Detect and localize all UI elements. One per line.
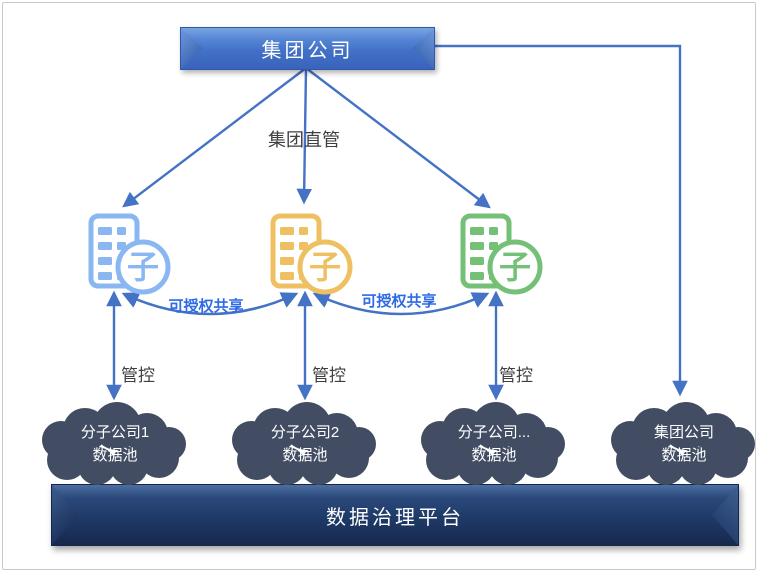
arrow-group-to-sub1 — [122, 67, 307, 208]
cloud-caption-line1: 集团公司 — [653, 424, 715, 441]
share-arrow-2-3 — [312, 292, 490, 316]
share-label-2: 可授权共享 — [361, 293, 437, 310]
group-company-box: 集团公司 — [180, 27, 435, 70]
data-governance-platform-bar: 数据治理平台 — [51, 484, 739, 546]
cloud-caption-2: 分子公司2 数据池 — [271, 421, 339, 467]
sub-badge-text: 子 — [309, 249, 341, 285]
control-label-2: 管控 — [312, 366, 346, 385]
sub-badge-text: 子 — [499, 249, 531, 285]
subsidiary-icon-2: 子 — [270, 213, 353, 295]
arrow-group-to-group-pool — [433, 44, 688, 397]
sub-badge-text: 子 — [127, 249, 159, 285]
cloud-caption-1: 分子公司1 数据池 — [81, 421, 149, 467]
box-bevel-left — [181, 28, 203, 69]
share-arrows — [121, 292, 490, 316]
cloud-caption-line2: 数据池 — [661, 447, 707, 464]
cloud-caption-line1: 分子公司1 — [80, 424, 150, 441]
cloud-caption-3: 分子公司... 数据池 — [458, 421, 531, 467]
sub-badge-circle — [297, 239, 353, 295]
group-company-label: 集团公司 — [261, 40, 354, 62]
direct-manage-label: 集团直管 — [268, 130, 340, 150]
control-arrows — [106, 290, 504, 401]
arrow-group-to-sub2 — [296, 67, 312, 205]
sub-badge-circle — [115, 239, 171, 295]
subsidiary-icon-1: 子 — [88, 213, 171, 295]
cloud-caption-line2: 数据池 — [471, 447, 517, 464]
cloud-caption-line1: 分子公司... — [457, 424, 531, 441]
subsidiary-icon-3: 子 — [460, 213, 543, 295]
cloud-caption-line2: 数据池 — [92, 447, 138, 464]
direct-manage-arrows — [122, 44, 688, 397]
arrow-group-to-sub3 — [305, 67, 491, 209]
cloud-caption-4: 集团公司 数据池 — [654, 421, 714, 467]
cloud-caption-line2: 数据池 — [282, 447, 328, 464]
box-bevel-right — [412, 28, 434, 69]
share-label-1: 可授权共享 — [168, 298, 244, 315]
control-label-3: 管控 — [499, 366, 533, 385]
control-label-1: 管控 — [121, 366, 155, 385]
sub-badge-circle — [487, 239, 543, 295]
share-arrow-1-2 — [121, 292, 299, 316]
platform-label: 数据治理平台 — [326, 506, 464, 529]
cloud-caption-line1: 分子公司2 — [270, 424, 340, 441]
